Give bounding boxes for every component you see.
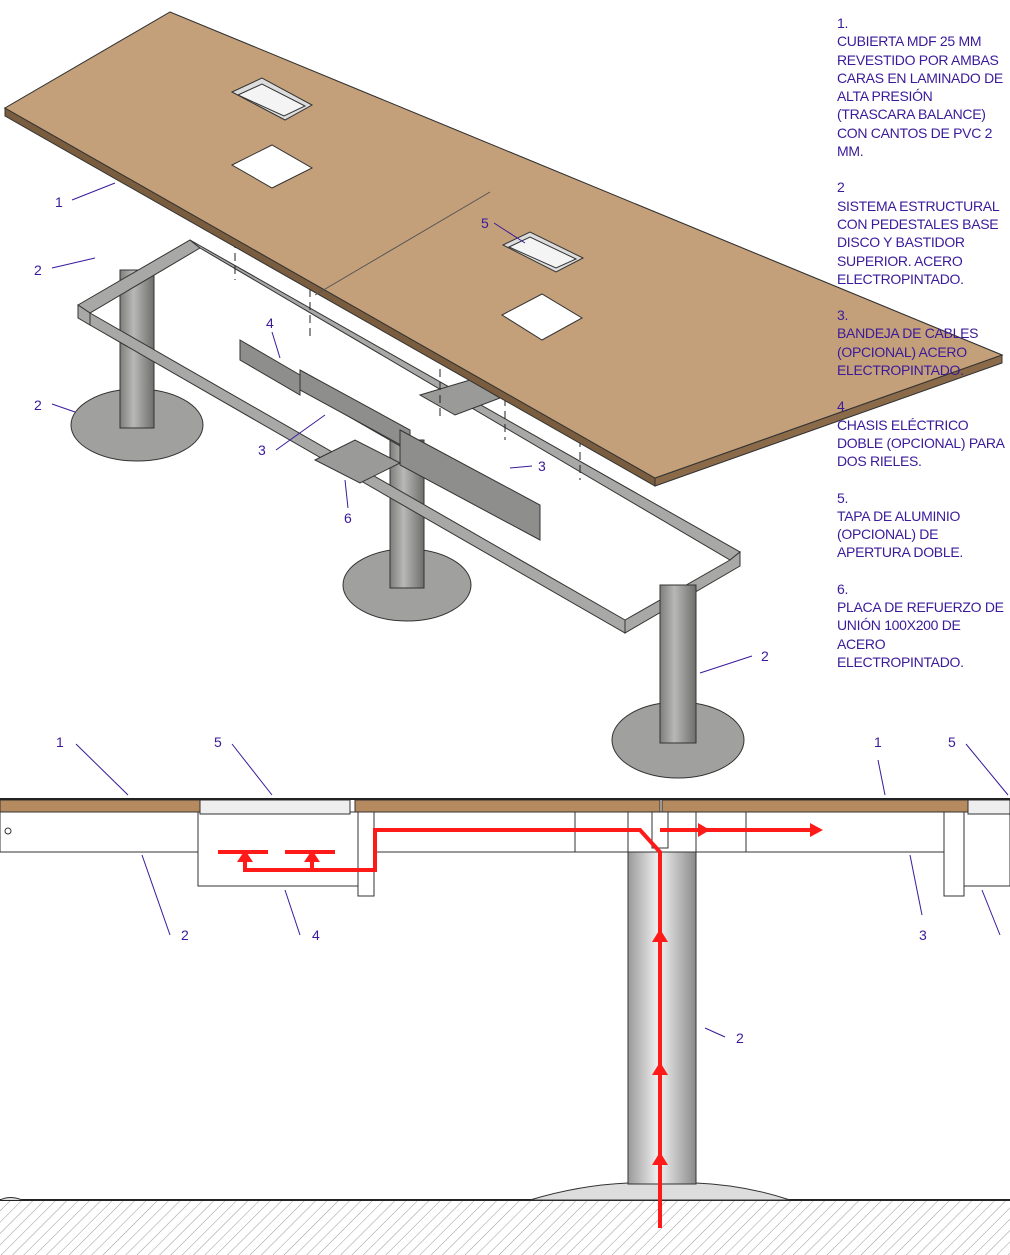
- pedestal-right: [611, 584, 745, 779]
- callout-4: 4: [266, 315, 274, 331]
- cable-arrows: [237, 823, 823, 1165]
- legend-number: 5.: [837, 489, 849, 506]
- callout-2: 2: [34, 397, 42, 413]
- callout-3: 3: [538, 458, 546, 474]
- iso-callouts: 1 2 2 4 3 6 5 3 2: [34, 194, 769, 664]
- callout-4: 4: [312, 927, 320, 943]
- legend-text: SISTEMA ESTRUCTURAL CON PEDESTALES BASE …: [837, 197, 999, 287]
- parts-legend: 1. CUBIERTA MDF 25 MM REVESTIDO POR AMBAS…: [837, 14, 1009, 689]
- callout-6: 6: [344, 510, 352, 526]
- callout-1: 1: [874, 734, 882, 750]
- callout-2: 2: [181, 927, 189, 943]
- callout-5: 5: [948, 734, 956, 750]
- callout-1: 1: [56, 734, 64, 750]
- legend-text: TAPA DE ALUMINIO (OPCIONAL) DE APERTURA …: [837, 507, 963, 561]
- callout-1: 1: [55, 194, 63, 210]
- legend-number: 1.: [837, 15, 849, 31]
- callout-3: 3: [919, 927, 927, 943]
- legend-number: 6.: [837, 580, 849, 597]
- legend-item: 5.TAPA DE ALUMINIO (OPCIONAL) DE APERTUR…: [837, 489, 1009, 562]
- callout-2: 2: [736, 1030, 744, 1046]
- callout-2: 2: [34, 262, 42, 278]
- legend-text: BANDEJA DE CABLES (OPCIONAL) ACERO ELECT…: [837, 325, 979, 379]
- legend-item: 3.BANDEJA DE CABLES (OPCIONAL) ACERO ELE…: [837, 306, 1009, 379]
- section-view: 1 5 1 5 2 4 3 2: [0, 734, 1010, 1255]
- callout-3: 3: [258, 442, 266, 458]
- legend-item: 1. CUBIERTA MDF 25 MM REVESTIDO POR AMBAS…: [837, 14, 1009, 160]
- callout-5: 5: [214, 734, 222, 750]
- legend-number: 4.: [837, 398, 849, 415]
- iso-leaders: [51, 182, 753, 674]
- legend-number: 2: [837, 179, 845, 196]
- cable-route: [218, 828, 815, 1228]
- legend-item: 4.CHASIS ELÉCTRICO DOBLE (OPCIONAL) PARA…: [837, 397, 1009, 470]
- legend-text: CUBIERTA MDF 25 MM REVESTIDO POR AMBAS C…: [837, 33, 1003, 160]
- legend-text: PLACA DE REFUERZO DE UNIÓN 100X200 DE AC…: [837, 599, 1004, 670]
- legend-text: CHASIS ELÉCTRICO DOBLE (OPCIONAL) PARA D…: [837, 416, 1004, 470]
- legend-item: 6. PLACA DE REFUERZO DE UNIÓN 100X200 DE …: [837, 580, 1009, 671]
- callout-5: 5: [481, 215, 489, 231]
- grommet-covers: [230, 77, 585, 273]
- legend-number: 3.: [837, 307, 849, 324]
- callout-2: 2: [761, 648, 769, 664]
